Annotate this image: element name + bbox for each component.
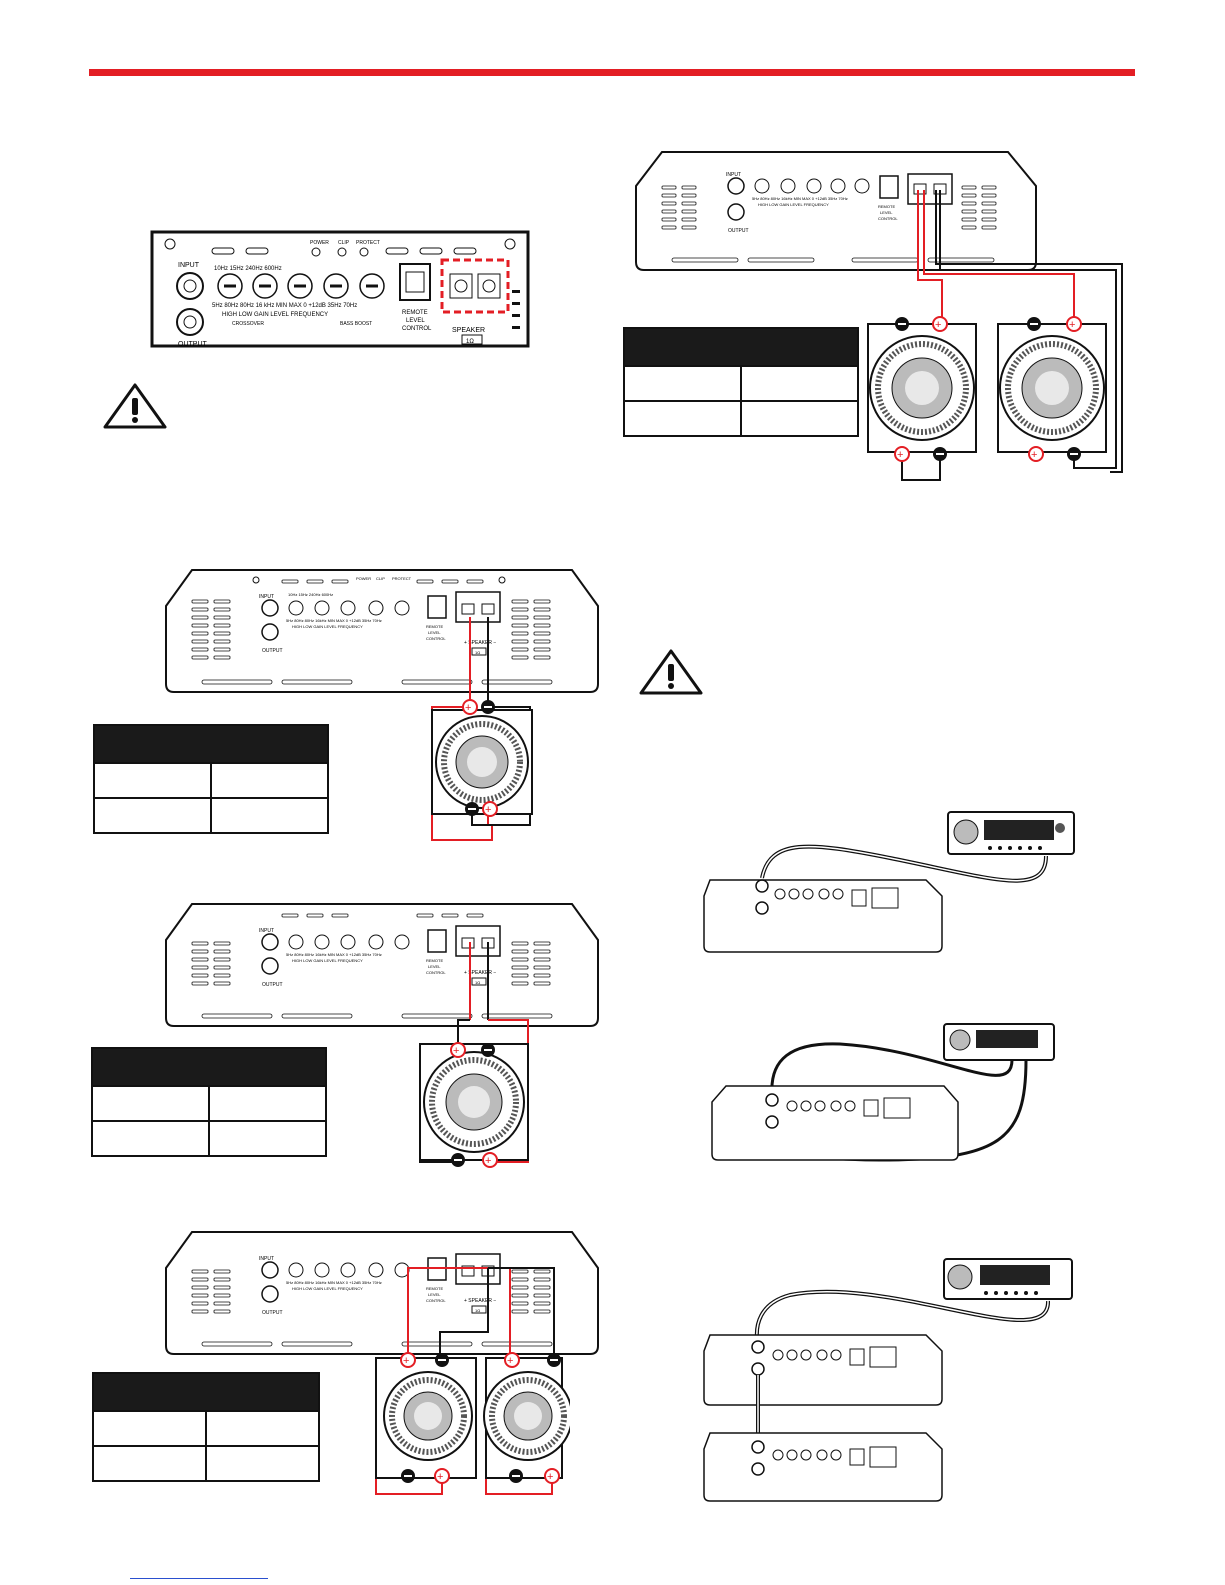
svg-text:5Hz 80Hz 80Hz 16kHz MIN MAX: 5Hz 80Hz 80Hz 16kHz MIN MAX 0 +12dB 35Hz… — [286, 952, 382, 957]
svg-text:HIGH LOW GAIN: HIGH LOW GAIN LEVEL FREQUENCY — [292, 958, 363, 963]
svg-text:PROTECT: PROTECT — [392, 576, 412, 581]
head-unit-connection-2 — [711, 1023, 1055, 1162]
svg-text:HIGH LOW GAIN: HIGH LOW GAIN LEVEL FREQUENCY — [292, 624, 363, 629]
wiring-diagram-1: + + — [431, 617, 533, 841]
amplifier-diagram: INPUT OUTPUT 5Hz 80Hz 80Hz 16kHz MIN MAX… — [165, 903, 599, 1027]
svg-text:1Ω: 1Ω — [475, 650, 480, 655]
svg-text:+: + — [897, 449, 903, 461]
svg-text:HIGH LOW GAI: HIGH LOW GAIN LEVEL FREQUENCY — [222, 312, 328, 318]
svg-text:CONTROL: CONTROL — [878, 216, 898, 221]
warning-triangle-icon — [639, 649, 703, 695]
speaker-label: SPEAKER — [452, 327, 485, 334]
svg-text:REMOTE: REMOTE — [426, 624, 443, 629]
power-label: POWER — [310, 240, 329, 246]
svg-text:POWER: POWER — [356, 576, 371, 581]
speaker-terminal-highlight — [440, 258, 510, 314]
head-unit-connection-3 — [703, 1258, 1073, 1502]
svg-text:LEVEL: LEVEL — [428, 630, 441, 635]
svg-text:+: + — [1031, 449, 1037, 461]
svg-text:5Hz 80Hz 80Hz 16 kHz MIN: 5Hz 80Hz 80Hz 16 kHz MIN MAX 0 +12dB 35H… — [212, 303, 357, 309]
svg-text:+ SPEAKER −: + SPEAKER − — [464, 970, 496, 976]
remote-label: REMOTE — [402, 310, 428, 316]
svg-text:+: + — [485, 1155, 491, 1167]
svg-text:LEVEL: LEVEL — [428, 964, 441, 969]
protect-label: PROTECT — [356, 240, 380, 246]
svg-text:+ SPEAKER −: + SPEAKER − — [464, 640, 496, 646]
svg-text:10Hz 15Hz 240Hz 600Hz: 10Hz 15Hz 240Hz 600Hz — [214, 266, 282, 272]
svg-text:1Ω: 1Ω — [475, 980, 480, 985]
amplifier-diagram: INPUT OUTPUT 5Hz 80Hz 80Hz 16kHz MIN MAX… — [165, 1231, 599, 1355]
svg-text:+ SPEAKER −: + SPEAKER − — [464, 1298, 496, 1304]
svg-text:OUTPUT: OUTPUT — [262, 1310, 283, 1316]
svg-text:REMOTE: REMOTE — [426, 1286, 443, 1291]
input-label: INPUT — [178, 262, 200, 269]
svg-text:+: + — [935, 319, 941, 331]
svg-text:1Ω: 1Ω — [466, 339, 474, 345]
svg-text:OUTPUT: OUTPUT — [262, 648, 283, 654]
spec-table-4 — [623, 327, 859, 437]
svg-text:+: + — [485, 804, 491, 816]
svg-text:5Hz 80Hz 80Hz 16kHz MIN MAX: 5Hz 80Hz 80Hz 16kHz MIN MAX 0 +12dB 35Hz… — [286, 1280, 382, 1285]
wiring-diagram-4: + + + + — [867, 190, 1123, 481]
svg-text:OUTPUT: OUTPUT — [262, 982, 283, 988]
wiring-diagram-3: + + + + — [375, 1267, 570, 1495]
crossover-label: CROSSOVER — [232, 321, 264, 327]
svg-text:+: + — [547, 1471, 553, 1483]
wiring-diagram-2: + + — [419, 942, 529, 1168]
svg-text:LEVEL: LEVEL — [880, 210, 893, 215]
svg-text:HIGH LOW GAIN: HIGH LOW GAIN LEVEL FREQUENCY — [292, 1286, 363, 1291]
svg-text:CLIP: CLIP — [376, 576, 385, 581]
svg-text:INPUT: INPUT — [259, 1256, 274, 1262]
svg-text:INPUT: INPUT — [726, 172, 741, 178]
svg-text:1Ω: 1Ω — [475, 1308, 480, 1313]
bass-boost-label: BASS BOOST — [340, 321, 372, 327]
svg-text:REMOTE: REMOTE — [878, 204, 895, 209]
warning-triangle-icon — [103, 383, 167, 429]
svg-text:REMOTE: REMOTE — [426, 958, 443, 963]
svg-text:CONTROL: CONTROL — [402, 326, 432, 332]
spec-table-2 — [91, 1047, 327, 1157]
svg-text:CONTROL: CONTROL — [426, 636, 446, 641]
svg-text:LEVEL: LEVEL — [406, 318, 425, 324]
svg-text:+: + — [465, 702, 471, 714]
svg-text:HIGH LOW GAIN: HIGH LOW GAIN LEVEL FREQUENCY — [758, 202, 829, 207]
svg-text:+: + — [437, 1471, 443, 1483]
svg-text:INPUT: INPUT — [259, 928, 274, 934]
svg-text:+: + — [453, 1045, 459, 1057]
svg-text:+: + — [507, 1355, 513, 1367]
svg-text:+: + — [403, 1355, 409, 1367]
output-label: OUTPUT — [178, 341, 208, 348]
svg-text:+: + — [1069, 319, 1075, 331]
amplifier-panel-closeup: POWER CLIP PROTECT INPUT OUTPUT 10Hz 15H… — [150, 230, 530, 348]
head-unit-connection-1 — [703, 811, 1075, 953]
clip-label: CLIP — [338, 240, 350, 246]
svg-text:INPUT: INPUT — [259, 594, 274, 600]
svg-text:OUTPUT: OUTPUT — [728, 228, 749, 234]
svg-text:10Hz 15Hz 240Hz 600Hz: 10Hz 15Hz 240Hz 600Hz — [288, 592, 333, 597]
svg-text:5Hz 80Hz 80Hz 16kHz MIN MAX: 5Hz 80Hz 80Hz 16kHz MIN MAX 0 +12dB 35Hz… — [752, 196, 848, 201]
svg-text:5Hz 80Hz 80Hz 16kHz MIN MAX: 5Hz 80Hz 80Hz 16kHz MIN MAX 0 +12dB 35Hz… — [286, 618, 382, 623]
spec-table-3 — [92, 1372, 320, 1482]
footer-link-underline[interactable] — [130, 1578, 268, 1579]
svg-text:CONTROL: CONTROL — [426, 1298, 446, 1303]
svg-text:CONTROL: CONTROL — [426, 970, 446, 975]
amplifier-diagram: INPUT OUTPUT 10Hz 15Hz 240Hz 600Hz 5Hz 8… — [165, 569, 599, 693]
spec-table-1 — [93, 724, 329, 834]
header-rule — [89, 69, 1135, 76]
svg-text:LEVEL: LEVEL — [428, 1292, 441, 1297]
